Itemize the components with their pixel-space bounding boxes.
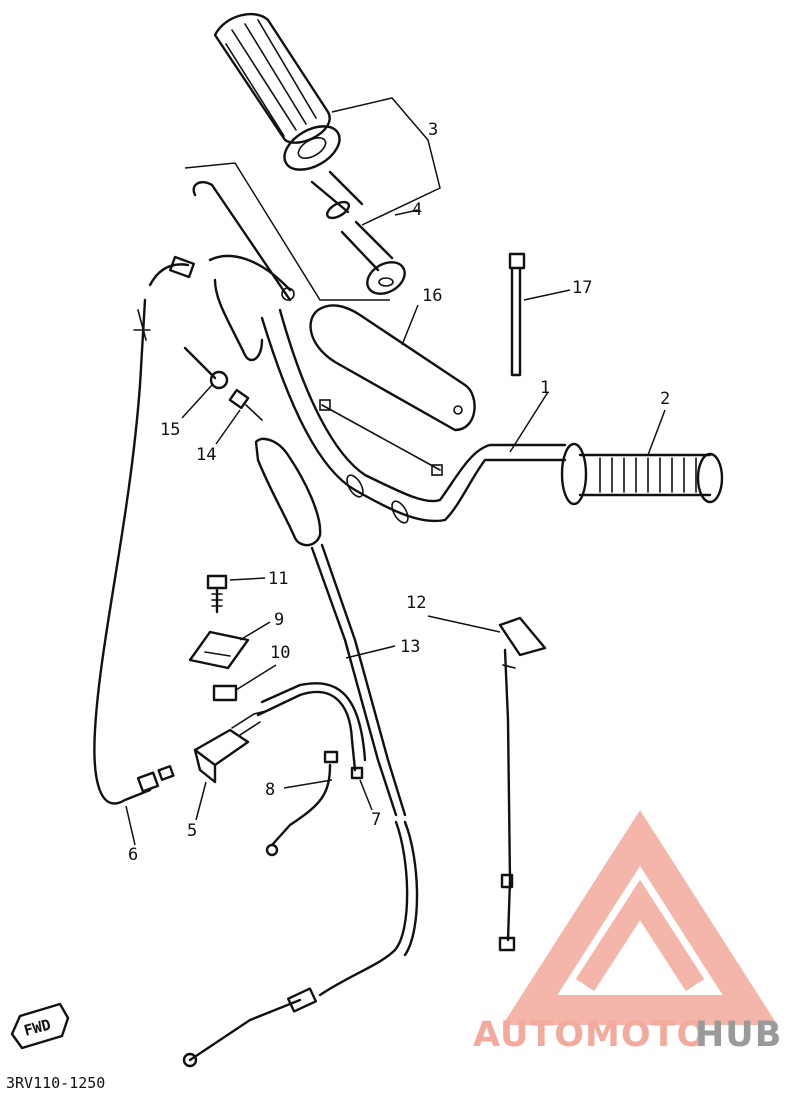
callout-15: 15: [160, 420, 180, 440]
callout-1: 1: [540, 378, 550, 398]
callout-5: 5: [187, 821, 197, 841]
adjuster-bolt: [183, 346, 263, 421]
handlebar: [260, 308, 567, 524]
callout-10: 10: [270, 643, 290, 663]
leader-lines: [125, 97, 666, 846]
callout-11: 11: [268, 569, 288, 589]
callout-13: 13: [400, 637, 420, 657]
clip: [212, 684, 238, 702]
callout-3: 3: [428, 120, 438, 140]
callout-16: 16: [422, 286, 442, 306]
choke-cable: [498, 616, 547, 952]
callout-7: 7: [371, 810, 381, 830]
throttle-tube: [310, 170, 406, 295]
watermark-logo-icon: [502, 810, 778, 1025]
plate: [188, 630, 250, 670]
upper-cables: [256, 682, 367, 857]
left-grip: [213, 12, 341, 171]
mounting-screw: [206, 574, 228, 614]
callout-9: 9: [274, 610, 284, 630]
clutch-cable: [93, 298, 175, 805]
cable-junction: [193, 709, 271, 784]
callout-4: 4: [412, 200, 422, 220]
callout-8: 8: [265, 780, 275, 800]
cable-tie: [508, 252, 526, 377]
bar-pad: [309, 304, 476, 476]
assembly-outline: [184, 162, 390, 301]
drawing-code: 3RV110-1250: [6, 1074, 105, 1092]
callout-17: 17: [572, 278, 592, 298]
forward-direction-tag: FWD: [10, 1002, 70, 1050]
watermark-text-hub: HUB: [695, 1015, 782, 1055]
callout-2: 2: [660, 389, 670, 409]
watermark-text-automoto: AUTOMOTO: [473, 1015, 707, 1055]
fwd-label: FWD: [22, 1015, 53, 1039]
callouts: 1 2 3 4 5 6 7 8 9 10 11 12 13 14 15 16 1…: [128, 120, 670, 865]
callout-6: 6: [128, 845, 138, 865]
callout-12: 12: [406, 593, 426, 613]
throttle-cable: [182, 437, 419, 1068]
right-grip: [560, 442, 724, 506]
callout-14: 14: [196, 445, 216, 465]
left-lever-bracket: [148, 181, 295, 362]
